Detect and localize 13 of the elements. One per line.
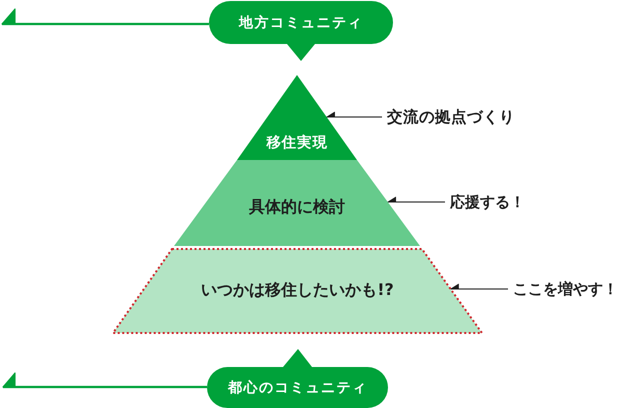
arrow — [388, 196, 445, 203]
side-note: 交流の拠点づくり — [387, 107, 515, 127]
arrow — [450, 284, 508, 290]
pyramid-layer: いつかは移住したいかも!? — [113, 249, 482, 333]
arrow — [2, 372, 207, 388]
arrow — [326, 112, 382, 118]
pyramid-layer: 移住実現 — [237, 75, 357, 160]
side-note: ここを増やす！ — [513, 279, 618, 299]
pyramid-layer: 具体的に検討 — [174, 160, 420, 246]
speech-bubble: 地方コミュニティ — [209, 1, 393, 61]
side-note: 応援する！ — [450, 192, 525, 212]
arrow — [1, 8, 209, 26]
speech-bubble: 都心のコミュニティ — [207, 349, 388, 408]
